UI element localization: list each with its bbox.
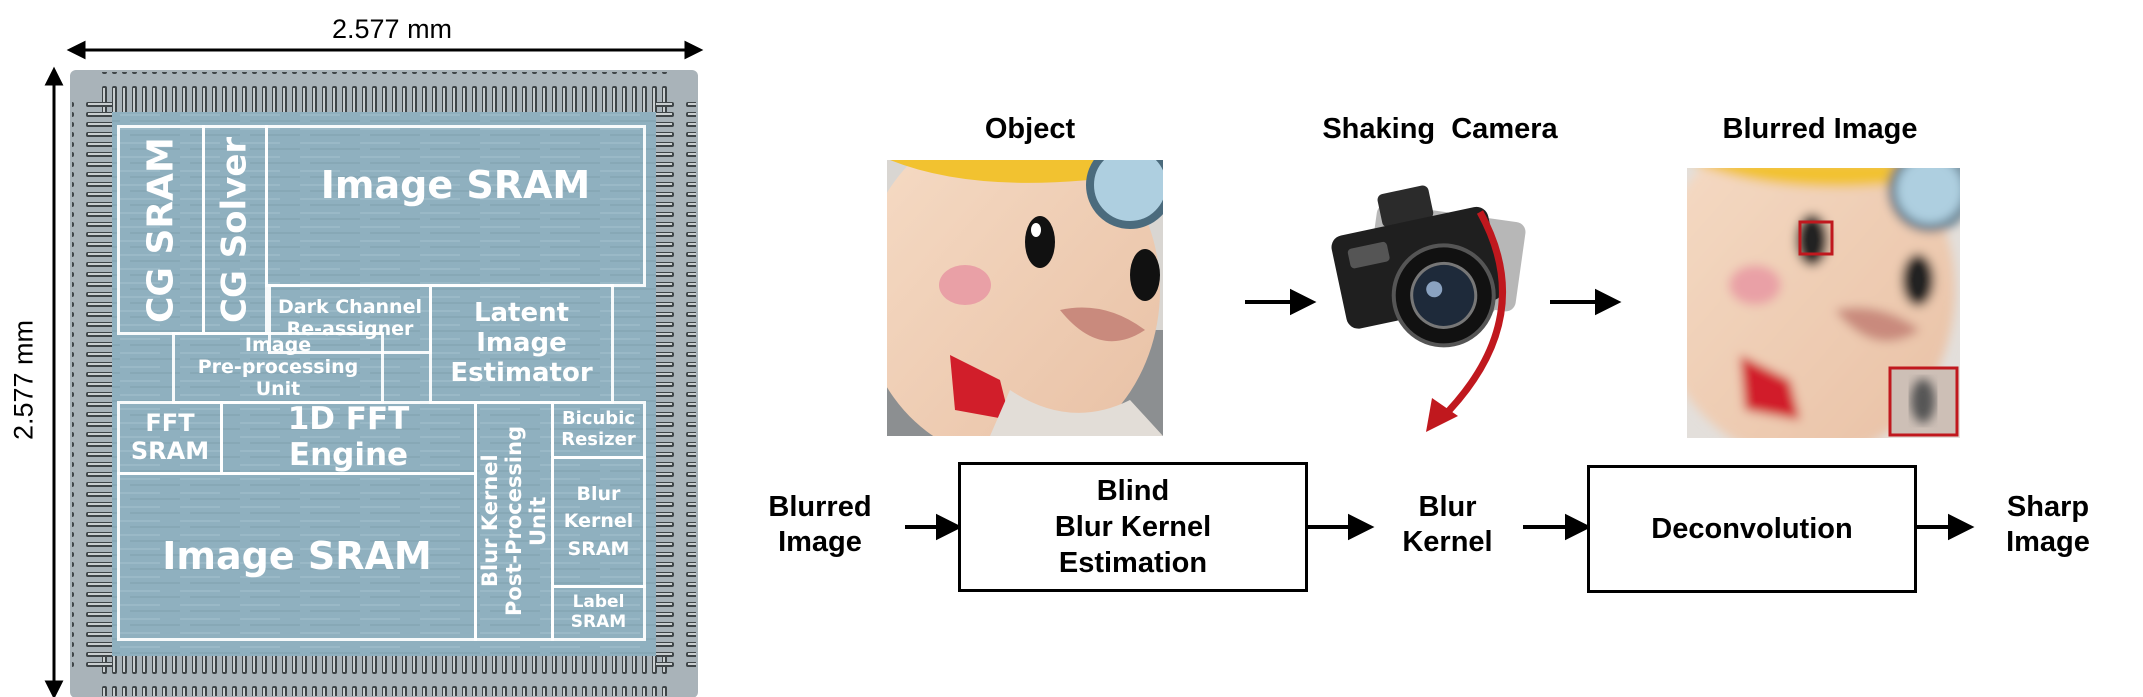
camera-caption: Shaking Camera xyxy=(1322,113,1558,145)
block-blur-kernel-sram: Blur Kernel SRAM xyxy=(551,456,646,588)
camera-graphic xyxy=(1331,185,1526,432)
blurred-photo xyxy=(1687,168,1960,438)
pin-row-bottom xyxy=(98,656,670,696)
block-label-sram: Label SRAM xyxy=(551,585,646,641)
deconvolution-box: Deconvolution xyxy=(1587,465,1917,593)
block-1d-fft-engine: 1D FFT Engine xyxy=(220,401,477,475)
arrow-kernel-to-deconv xyxy=(1523,513,1592,541)
object-photo xyxy=(887,160,1163,436)
pin-row-right xyxy=(656,98,696,670)
arrow-camera-to-blurred xyxy=(1550,288,1622,316)
block-image-sram-bottom: Image SRAM xyxy=(117,472,477,641)
shake-motion-arrow xyxy=(1437,210,1506,423)
flow-input-label: Blurred Image xyxy=(768,491,872,559)
chip-width-label: 2.577 mm xyxy=(332,14,453,44)
blurred-image-caption: Blurred Image xyxy=(1722,113,1918,145)
arrow-input-to-estimation xyxy=(905,513,963,541)
arrow-deconv-to-output xyxy=(1917,513,1975,541)
flow-blur-kernel-label: Blur Kernel xyxy=(1402,491,1493,559)
height-dimension-arrow xyxy=(44,66,64,697)
arrow-object-to-camera xyxy=(1245,288,1317,316)
object-caption: Object xyxy=(984,113,1076,145)
blind-blur-kernel-estimation-box: Blind Blur Kernel Estimation xyxy=(958,462,1308,592)
blur-highlight-box xyxy=(1798,220,1834,256)
width-dimension-arrow xyxy=(66,40,704,60)
arrow-estimation-to-kernel xyxy=(1308,513,1375,541)
pin-row-top xyxy=(98,72,670,112)
flow-output-label: Sharp Image xyxy=(2006,491,2090,559)
pin-row-left xyxy=(72,98,112,670)
